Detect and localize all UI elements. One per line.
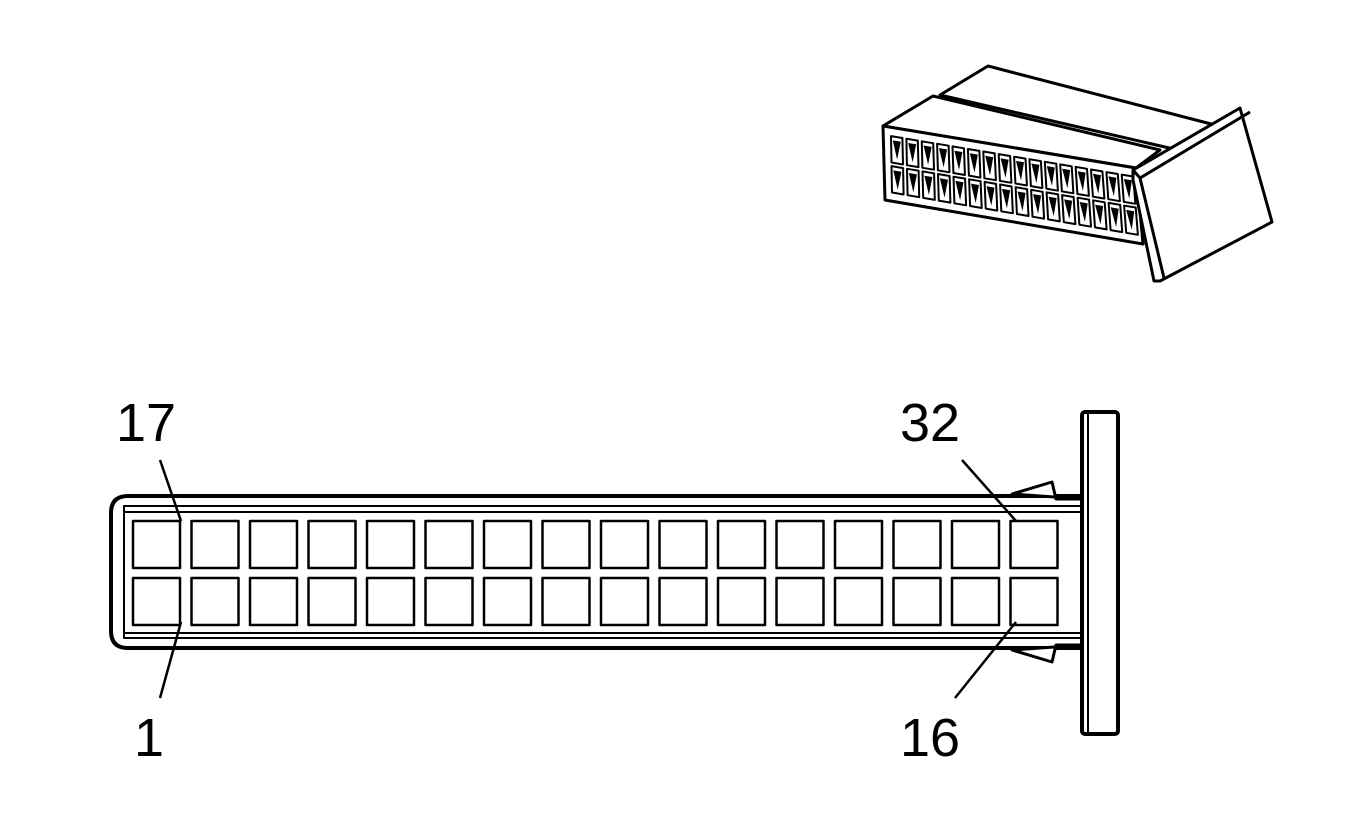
pin-cavity — [365, 519, 416, 570]
pin-cavity — [599, 576, 650, 627]
pin-cavity — [248, 519, 299, 570]
iso-pin-terminal — [892, 140, 901, 160]
pin-cavity — [190, 576, 240, 627]
iso-pin-terminal — [1079, 202, 1088, 222]
iso-pin-terminal — [1002, 188, 1011, 209]
pin-cavity-grid — [131, 519, 1059, 627]
iso-pin-terminal — [939, 148, 947, 168]
leader-1 — [158, 621, 183, 699]
iso-pin-grid — [890, 135, 1139, 236]
pin-cavity — [950, 576, 1001, 627]
iso-pin-terminal — [1077, 171, 1086, 191]
iso-pin-terminal — [1048, 196, 1057, 217]
pin-cavity — [190, 519, 240, 570]
latch-bottom — [1010, 643, 1084, 664]
pin-cavity — [131, 519, 182, 570]
pin-cavity — [599, 519, 650, 570]
iso-pin-terminal — [1031, 163, 1040, 184]
pin-cavity — [307, 576, 357, 627]
leader-16 — [954, 621, 1017, 699]
pin-cavity — [892, 519, 942, 570]
iso-pin-terminal — [908, 143, 917, 163]
iso-pin-terminal — [954, 150, 963, 170]
iso-pin-terminal — [1046, 166, 1055, 186]
pin-cavity — [307, 519, 357, 570]
pin-cavity — [775, 519, 825, 570]
iso-pin-terminal — [939, 178, 948, 198]
iso-pin-terminal — [1016, 161, 1024, 181]
pin-cavity — [131, 576, 182, 627]
housing-inner-line — [123, 505, 1082, 639]
iso-pin-terminal — [969, 153, 978, 173]
iso-pin-terminal — [1095, 204, 1104, 225]
iso-pin-terminal — [1123, 179, 1132, 199]
connector-face-view — [109, 410, 1120, 736]
pin-cavity — [424, 519, 474, 570]
iso-pin-terminal — [893, 170, 902, 190]
iso-pin-terminal — [985, 155, 994, 176]
iso-pin-terminal — [1093, 173, 1101, 194]
pin-cavity — [950, 519, 1001, 570]
iso-pin-terminal — [1017, 191, 1026, 211]
housing-outline — [109, 494, 1082, 650]
pin-label-16: 16 — [900, 708, 960, 768]
pin-label-17: 17 — [116, 393, 176, 453]
iso-pin-terminal — [924, 175, 933, 195]
pin-cavity — [482, 576, 533, 627]
iso-pin-terminal — [955, 180, 964, 201]
iso-pin-terminal — [970, 183, 979, 203]
pin-cavity — [833, 576, 884, 627]
pin-cavity — [658, 519, 708, 570]
pin-label-1: 1 — [134, 708, 164, 768]
pin-label-32: 32 — [900, 393, 960, 453]
iso-pin-terminal — [923, 145, 932, 165]
pin-cavity — [892, 576, 942, 627]
pin-cavity — [1009, 519, 1059, 570]
iso-pin-terminal — [908, 173, 917, 193]
pin-cavity — [541, 576, 591, 627]
leader-17 — [158, 459, 183, 522]
pin-cavity — [1009, 576, 1059, 627]
pin-cavity — [833, 519, 884, 570]
pin-cavity — [248, 576, 299, 627]
iso-pin-terminal — [1062, 168, 1071, 189]
iso-pin-terminal — [1108, 176, 1117, 197]
iso-pin-terminal — [1126, 209, 1135, 230]
latch-top — [1010, 480, 1084, 501]
pin-cavity — [716, 576, 767, 627]
pin-cavity — [482, 519, 533, 570]
leader-32 — [961, 459, 1017, 522]
pin-cavity — [658, 576, 708, 627]
pin-cavity — [541, 519, 591, 570]
end-flange — [1080, 410, 1120, 736]
connector-isometric-view — [881, 64, 1274, 283]
pin-cavity — [365, 576, 416, 627]
pin-cavity — [716, 519, 767, 570]
iso-pin-terminal — [1033, 194, 1042, 214]
iso-pin-terminal — [1110, 207, 1119, 227]
iso-pin-terminal — [1064, 199, 1073, 219]
iso-pin-terminal — [986, 186, 995, 206]
iso-pin-terminal — [1000, 158, 1009, 178]
pin-cavity — [424, 576, 474, 627]
iso-end-flange — [1131, 106, 1274, 283]
pin-cavity — [775, 576, 825, 627]
